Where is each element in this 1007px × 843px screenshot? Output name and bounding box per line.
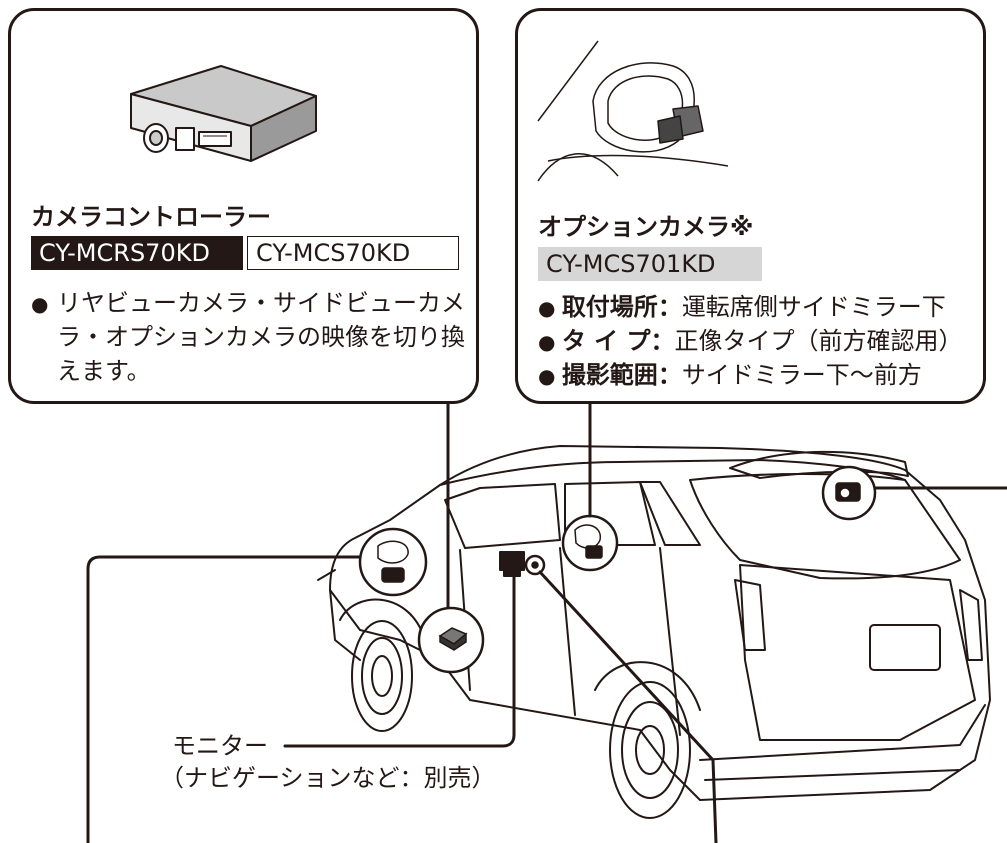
spec-type: ● タ イ プ：正像タイプ（前方確認用） <box>538 325 963 357</box>
controller-model-primary: CY-MCRS70KD <box>31 236 243 270</box>
spec-colon: ： <box>657 361 682 389</box>
option-camera-info-box: オプションカメラ※ CY-MCS701KD ● 取付場所：運転席側サイドミラー下… <box>515 8 986 404</box>
bullet-icon: ● <box>538 330 562 354</box>
spec-label: 取付場所 <box>561 293 658 321</box>
spec-colon: ： <box>657 293 682 321</box>
controller-device-image <box>130 65 317 162</box>
monitor-label: モニター <box>172 732 268 760</box>
spec-label: 撮影範囲 <box>561 361 658 389</box>
spec-colon: ： <box>650 327 675 355</box>
spec-range: ● 撮影範囲：サイドミラー下〜前方 <box>538 359 922 391</box>
spec-location: ● 取付場所：運転席側サイドミラー下 <box>538 291 946 323</box>
bullet-icon: ● <box>538 296 562 320</box>
bullet-icon: ● <box>538 364 562 388</box>
controller-model-secondary: CY-MCS70KD <box>247 236 459 270</box>
spec-value: サイドミラー下〜前方 <box>681 361 922 389</box>
car-body-outline <box>329 445 991 801</box>
controller-info-box: カメラコントローラー CY-MCRS70KD CY-MCS70KD ● リヤビュ… <box>8 8 479 404</box>
bullet-icon: ● <box>31 292 49 316</box>
monitor-note: （ナビゲーションなど：別売） <box>160 764 496 792</box>
option-camera-model: CY-MCS701KD <box>538 247 762 281</box>
spec-value: 正像タイプ（前方確認用） <box>674 327 963 355</box>
spec-label: タ イ プ <box>561 327 651 355</box>
controller-description: リヤビューカメラ・サイドビューカメラ・オプションカメラの映像を切り換えます。 <box>57 289 465 385</box>
mirror-camera-image <box>537 40 728 182</box>
option-camera-title: オプションカメラ※ <box>538 213 754 241</box>
spec-value: 運転席側サイドミラー下 <box>681 293 946 321</box>
controller-title: カメラコントローラー <box>31 203 271 231</box>
